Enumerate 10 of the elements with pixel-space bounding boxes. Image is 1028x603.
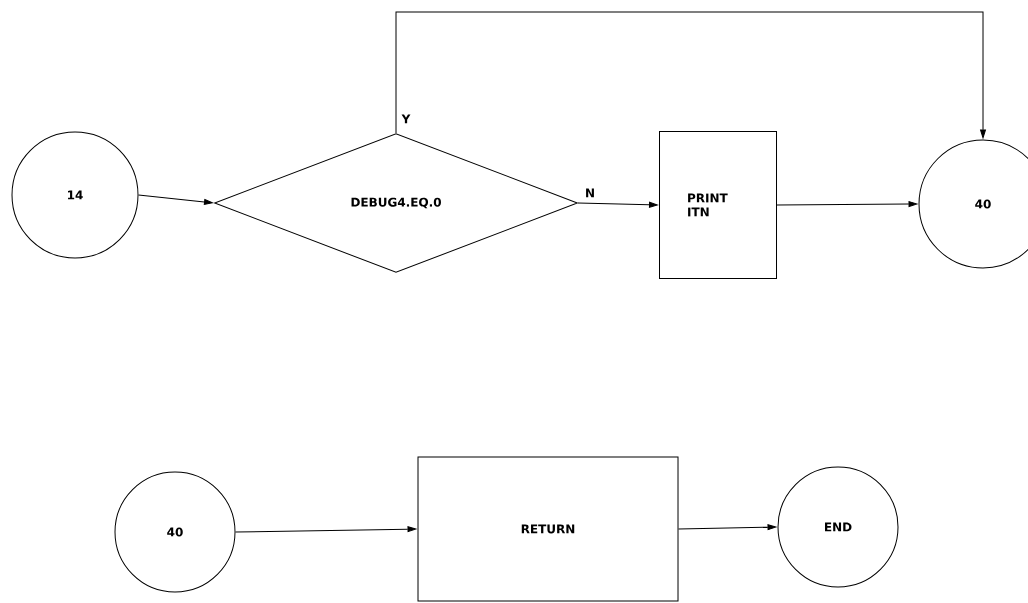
arrow	[678, 524, 777, 531]
arrow	[577, 201, 658, 208]
edge-label: N	[584, 187, 597, 199]
arrow	[138, 194, 213, 205]
arrow	[776, 201, 918, 207]
edge-label: Y	[400, 113, 412, 125]
arrow	[235, 526, 417, 533]
arrow	[395, 11, 986, 139]
process-box: RETURN	[417, 456, 679, 602]
process-box: PRINT ITN	[659, 131, 777, 279]
